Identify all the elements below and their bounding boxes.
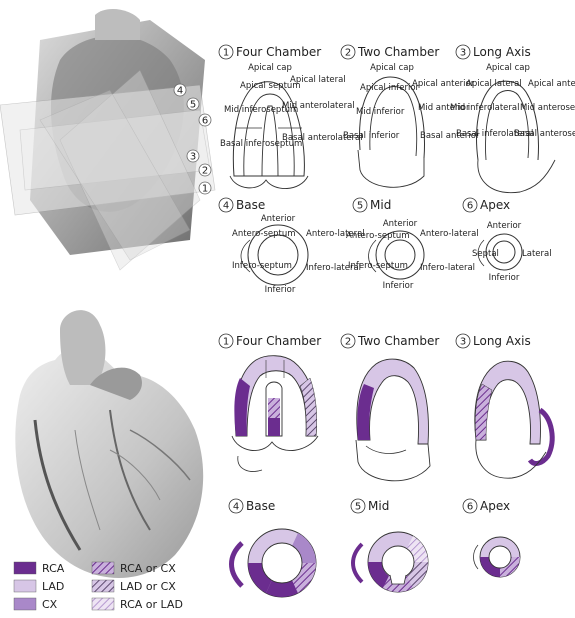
label-anterior: Anterior: [261, 214, 296, 224]
view-title: Long Axis: [473, 45, 531, 59]
top-mid-view: 5 Mid Anterior Antero-septum Antero-late…: [346, 198, 479, 291]
top-long-axis-view: 3 Long Axis Apical cap Apical lateral Ap…: [450, 45, 575, 193]
view-title: Mid: [368, 499, 389, 513]
label-apical-cap: Apical cap: [370, 63, 414, 73]
legend-swatch-lad: [14, 580, 36, 592]
label-inferior: Inferior: [383, 281, 414, 291]
view-title: Apex: [480, 198, 510, 212]
top-two-chamber-view: 2 Two Chamber Apical cap Apical inferior…: [341, 45, 480, 187]
view-number: 6: [467, 201, 473, 212]
label-apical-cap: Apical cap: [248, 63, 292, 73]
view-number: 4: [223, 201, 229, 212]
bottom-base-view: 4 Base: [229, 499, 316, 597]
label-mid-inferolateral: Mid inferolateral: [450, 103, 519, 113]
bottom-mid-view: 5 Mid: [351, 499, 428, 592]
bottom-apex-view: 6 Apex: [463, 499, 520, 577]
view-number: 3: [460, 337, 466, 348]
plane-number: 5: [190, 100, 196, 111]
label-lateral: Lateral: [522, 249, 552, 259]
bottom-long-axis-view: 3 Long Axis: [456, 334, 552, 478]
label-anterior: Anterior: [383, 219, 418, 229]
legend-label: RCA or CX: [120, 562, 176, 575]
label-mid-inferior: Mid inferior: [356, 107, 405, 117]
view-title: Base: [236, 198, 265, 212]
plane-number: 1: [202, 184, 208, 195]
legend-swatch-rca-or-lad: [92, 598, 114, 610]
view-title: Long Axis: [473, 334, 531, 348]
label-apical-cap: Apical cap: [486, 63, 530, 73]
legend-label: RCA or LAD: [120, 598, 183, 611]
legend-label: LAD or CX: [120, 580, 176, 593]
legend-swatch-cx: [14, 598, 36, 610]
view-number: 1: [223, 337, 229, 348]
view-number: 5: [355, 502, 361, 513]
bottom-two-chamber-view: 2 Two Chamber: [341, 334, 439, 481]
label-basal-inferior: Basal inferior: [343, 131, 400, 141]
legend-swatch-rca-or-cx: [92, 562, 114, 574]
legend-swatch-lad-or-cx: [92, 580, 114, 592]
label-inferoseptum: Infero-septum: [232, 261, 292, 271]
label-apical-lateral: Apical lateral: [290, 75, 346, 85]
label-anteroseptum: Antero-septum: [346, 231, 410, 241]
view-number: 4: [233, 502, 239, 513]
view-title: Two Chamber: [357, 334, 439, 348]
view-number: 3: [460, 48, 466, 59]
legend-label: RCA: [42, 562, 65, 575]
label-anterolateral: Antero-lateral: [420, 229, 479, 239]
label-inferolateral: Infero-lateral: [420, 263, 475, 273]
view-title: Mid: [370, 198, 391, 212]
plane-number: 6: [202, 116, 208, 127]
view-title: Four Chamber: [236, 334, 321, 348]
territory-legend: RCA LAD CX RCA or CX LAD or CX RCA or LA…: [14, 562, 183, 611]
bottom-four-chamber-view: 1 Four Chamber: [219, 334, 321, 471]
view-title: Two Chamber: [357, 45, 439, 59]
legend-label: CX: [42, 598, 58, 611]
label-anteroseptum: Antero-septum: [232, 229, 296, 239]
label-apical-lateral: Apical lateral: [466, 79, 522, 89]
label-inferior: Inferior: [265, 285, 296, 295]
top-base-view: 4 Base Anterior Antero-septum Antero-lat…: [219, 198, 365, 295]
label-mid-anterolateral: Mid anterolateral: [282, 101, 355, 111]
label-septal: Septal: [472, 249, 499, 259]
view-title: Apex: [480, 499, 510, 513]
plane-number: 4: [177, 86, 183, 97]
top-apex-view: 6 Apex Anterior Septal Lateral Inferior: [463, 198, 552, 283]
label-mid-anteroseptum: Mid anteroseptum: [520, 103, 575, 113]
legend-label: LAD: [42, 580, 64, 593]
view-number: 2: [345, 337, 351, 348]
view-number: 1: [223, 48, 229, 59]
label-inferior: Inferior: [489, 273, 520, 283]
view-number: 5: [357, 201, 363, 212]
view-title: Four Chamber: [236, 45, 321, 59]
legend-swatch-rca: [14, 562, 36, 574]
view-title: Base: [246, 499, 275, 513]
label-apical-inferior: Apical inferior: [360, 83, 420, 93]
heart-planes-illustration: 4 5 6 3 2 1: [0, 9, 215, 270]
view-number: 2: [345, 48, 351, 59]
plane-number: 3: [190, 152, 196, 163]
top-four-chamber-view: 1 Four Chamber Apical cap Apical septum …: [219, 45, 363, 189]
label-apical-anterior: Apical anterior: [528, 79, 575, 89]
label-inferoseptum: Infero-septum: [348, 261, 408, 271]
coronary-heart-illustration: [15, 310, 203, 578]
view-number: 6: [467, 502, 473, 513]
plane-number: 2: [202, 166, 208, 177]
label-anterior: Anterior: [487, 221, 522, 231]
label-basal-anteroseptum: Basal anteroseptum: [514, 129, 575, 139]
